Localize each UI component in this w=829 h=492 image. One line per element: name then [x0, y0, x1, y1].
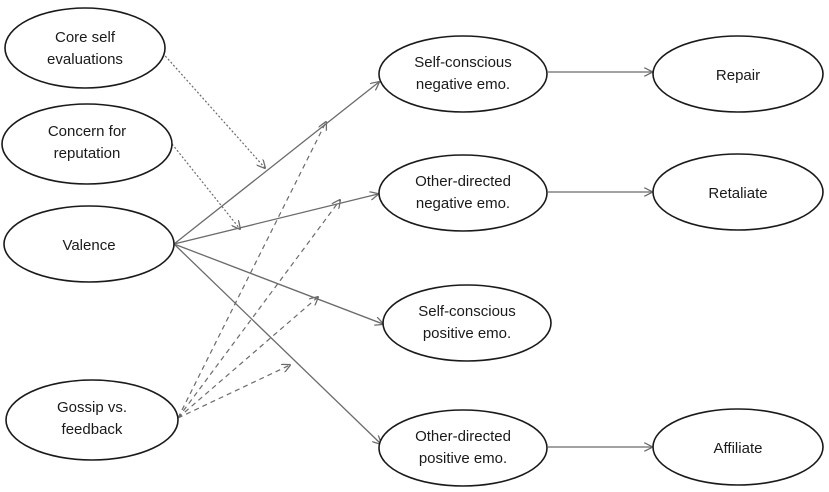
node-repair: Repair [652, 35, 824, 113]
edge-gossip-moderation-1 [177, 122, 326, 419]
node-concern-for-reputation: Concern for reputation [1, 103, 173, 185]
node-label-line: Self-conscious [414, 54, 512, 71]
node-label-line: Repair [716, 67, 760, 84]
node-valence: Valence [3, 205, 175, 283]
node-label-line: reputation [54, 145, 121, 162]
node-label-line: Other-directed [415, 173, 511, 190]
node-retaliate: Retaliate [652, 153, 824, 231]
node-label-line: feedback [62, 421, 123, 438]
node-label-line: negative emo. [416, 76, 510, 93]
node-label-line: negative emo. [416, 195, 510, 212]
edge-core-self-moderation [159, 49, 265, 168]
node-label-line: evaluations [47, 51, 123, 68]
node-label-line: positive emo. [423, 325, 511, 342]
node-label-line: Core self [55, 29, 116, 46]
edge-gossip-moderation-3 [177, 297, 318, 419]
node-label-line: Self-conscious [418, 303, 516, 320]
edge-gossip-moderation-4 [177, 365, 290, 419]
edge-valence-to-od-pos [173, 243, 381, 444]
node-label-line: positive emo. [419, 450, 507, 467]
node-other-directed-negative: Other-directed negative emo. [378, 154, 548, 232]
node-label-line: Valence [62, 237, 115, 254]
edge-concern-moderation [171, 143, 240, 229]
node-label-line: Concern for [48, 123, 126, 140]
node-label-line: Retaliate [708, 185, 767, 202]
edge-valence-to-sc-neg [173, 82, 379, 245]
node-core-self-evaluations: Core self evaluations [4, 7, 166, 89]
node-label-line: Affiliate [714, 440, 763, 457]
node-self-conscious-negative: Self-conscious negative emo. [378, 35, 548, 113]
edge-valence-to-od-neg [173, 194, 378, 245]
node-affiliate: Affiliate [652, 408, 824, 486]
node-label-line: Gossip vs. [57, 399, 127, 416]
edge-gossip-moderation-2 [177, 200, 340, 419]
node-self-conscious-positive: Self-conscious positive emo. [382, 284, 552, 362]
node-gossip-vs-feedback: Gossip vs. feedback [5, 379, 179, 461]
node-other-directed-positive: Other-directed positive emo. [378, 409, 548, 487]
node-label-line: Other-directed [415, 428, 511, 445]
edge-valence-to-sc-pos [173, 243, 383, 324]
